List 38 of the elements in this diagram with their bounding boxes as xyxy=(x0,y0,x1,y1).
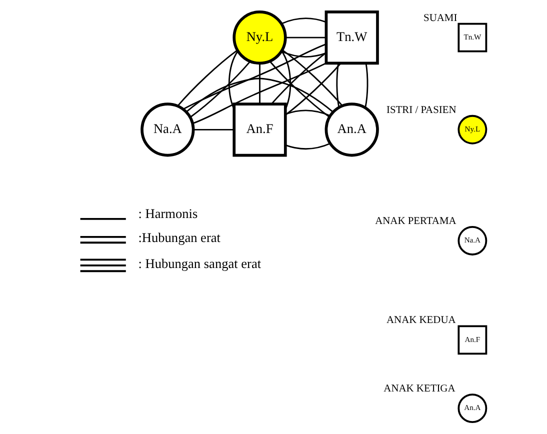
node-label: ISTRI / PASIEN xyxy=(386,104,456,116)
node-circle: Ny.L xyxy=(457,114,487,144)
node-label: SUAMI xyxy=(423,12,457,24)
node-circle: Ny.L xyxy=(232,10,286,65)
connector xyxy=(186,78,333,113)
connector xyxy=(270,52,326,104)
connector xyxy=(280,18,326,24)
legend-label: : Harmonis xyxy=(138,206,198,222)
connector xyxy=(258,63,260,104)
connector xyxy=(336,63,340,108)
connector xyxy=(176,50,238,106)
connector xyxy=(280,50,326,58)
connector xyxy=(284,62,341,116)
node-box: Tn.W xyxy=(324,10,378,65)
connector xyxy=(192,62,326,124)
connector xyxy=(189,61,250,118)
connector xyxy=(364,63,368,108)
connector xyxy=(228,50,238,110)
connector xyxy=(285,36,326,38)
node-circle: An.A xyxy=(457,394,487,424)
node-label: ANAK KETIGA xyxy=(383,384,455,395)
node-circle: An.A xyxy=(324,102,378,157)
connector xyxy=(193,128,234,130)
node-box: Tn.W xyxy=(457,22,487,52)
connector xyxy=(280,50,291,110)
node-label: ANAK PERTAMA xyxy=(374,216,456,227)
connector xyxy=(284,142,330,150)
connector xyxy=(284,110,330,116)
node-box: An.F xyxy=(457,325,487,355)
legend-label: :Hubungan erat xyxy=(138,230,220,245)
node-box: An.F xyxy=(232,102,286,157)
node-label: ANAK KEDUA xyxy=(386,315,456,326)
node-circle: Na.A xyxy=(140,102,194,157)
node-circle: Na.A xyxy=(457,226,487,256)
legend-label: : Hubungan sangat erat xyxy=(138,256,261,271)
connector xyxy=(268,60,330,118)
connector xyxy=(281,49,342,106)
connector xyxy=(182,44,326,110)
